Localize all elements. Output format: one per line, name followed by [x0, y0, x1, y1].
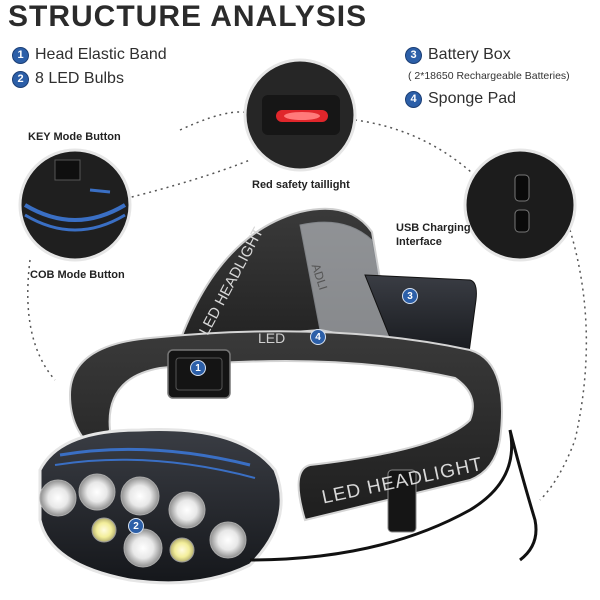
marker-led-bulbs: 2 [128, 518, 144, 534]
usb-label-line2: Interface [396, 236, 442, 248]
led-bulb [123, 528, 163, 568]
connector-dotted-arc [27, 259, 56, 381]
connector-dotted-arc [539, 229, 588, 501]
usb-label-line1: USB Charging [396, 222, 471, 234]
legend-label: Battery Box [428, 46, 511, 63]
marker-battery-box: 3 [402, 288, 418, 304]
legend-number-badge: 4 [405, 90, 422, 108]
led-bulb [39, 479, 77, 517]
cob-light [91, 517, 117, 543]
page-title: STRUCTURE ANALYSIS [8, 0, 368, 33]
key-mode-zoom [18, 148, 132, 262]
legend-led-bulbs: 2 8 LED Bulbs [12, 70, 124, 88]
marker-head-elastic-band: 1 [190, 360, 206, 376]
usb-zoom [463, 148, 577, 262]
battery-note: ( 2*18650 Rechargeable Batteries) [408, 70, 570, 82]
legend-battery-box: 3 Battery Box [405, 46, 511, 64]
led-bulb [209, 521, 247, 559]
led-bulb [168, 491, 206, 529]
led-bulb [78, 473, 116, 511]
connector-dotted-arc [354, 119, 486, 186]
connector-dotted-arc [119, 159, 251, 201]
legend-label: Head Elastic Band [35, 46, 167, 63]
legend-number-badge: 3 [405, 46, 422, 64]
legend-label: 8 LED Bulbs [35, 70, 124, 87]
led-bulb [120, 476, 160, 516]
charging-cable [249, 429, 538, 562]
taillight-label: Red safety taillight [252, 179, 350, 191]
key-mode-label: KEY Mode Button [28, 131, 121, 143]
cob-mode-label: COB Mode Button [30, 269, 125, 281]
legend-number-badge: 1 [12, 46, 29, 64]
legend-number-badge: 2 [12, 70, 29, 88]
legend-head-elastic-band: 1 Head Elastic Band [12, 46, 167, 64]
strap-text-side: LED [258, 330, 286, 346]
marker-sponge-pad: 4 [310, 329, 326, 345]
legend-label: Sponge Pad [428, 90, 517, 107]
side-buckle [387, 469, 417, 533]
cob-light [169, 537, 195, 563]
legend-sponge-pad: 4 Sponge Pad [405, 90, 516, 108]
